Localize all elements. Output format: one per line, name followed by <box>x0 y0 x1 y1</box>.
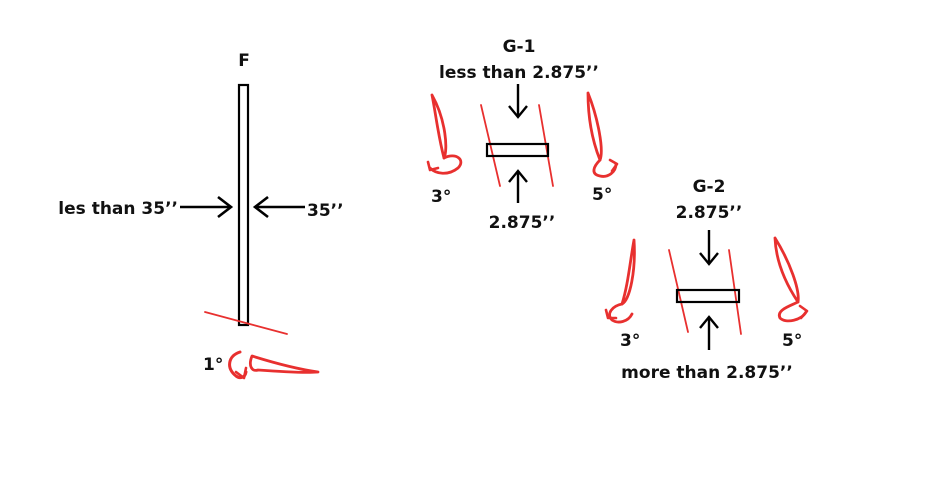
g2-bar <box>675 288 741 304</box>
g2-up-arrow <box>699 315 719 350</box>
g1-right-guide <box>538 104 554 187</box>
g2-left-curl-mark <box>604 238 636 324</box>
g2-top-text: 2.875’’ <box>676 203 743 223</box>
g1-right-curl-mark <box>586 91 619 178</box>
g2-right-angle: 5° <box>782 331 802 351</box>
g1-up-arrow <box>508 169 528 203</box>
g2-left-angle: 3° <box>620 331 640 351</box>
left-dimension-text: les than 35’’ <box>58 199 178 219</box>
left-arrow <box>180 195 234 219</box>
g2-title: G-2 <box>693 177 726 197</box>
g1-left-guide <box>480 104 501 187</box>
g2-right-guide <box>728 249 742 335</box>
g1-left-angle: 3° <box>431 187 451 207</box>
g2-bottom-text: more than 2.875’’ <box>621 363 793 383</box>
g1-left-curl-mark <box>426 93 463 175</box>
g1-bar <box>485 142 550 158</box>
figure-f: F les than 35’’ 35’’ 1° <box>58 51 344 380</box>
figure-g1: G-1 less than 2.875’’ 2.875’’ 3° <box>426 37 619 233</box>
g1-down-arrow <box>508 84 528 119</box>
vertical-bar <box>237 83 250 327</box>
g1-top-text: less than 2.875’’ <box>439 63 599 83</box>
angle-curl-mark <box>228 350 320 380</box>
g1-bottom-text: 2.875’’ <box>489 213 556 233</box>
figure-f-label: F <box>238 51 250 71</box>
right-dimension-text: 35’’ <box>307 201 344 221</box>
g2-right-curl-mark <box>773 236 809 323</box>
g1-title: G-1 <box>503 37 536 57</box>
g2-down-arrow <box>699 230 719 266</box>
figure-g2: G-2 2.875’’ more than 2.875’’ 3° <box>604 177 809 383</box>
angle-text: 1° <box>203 355 223 375</box>
base-angle-line <box>204 311 288 335</box>
g1-right-angle: 5° <box>592 185 612 205</box>
right-arrow <box>252 195 305 219</box>
